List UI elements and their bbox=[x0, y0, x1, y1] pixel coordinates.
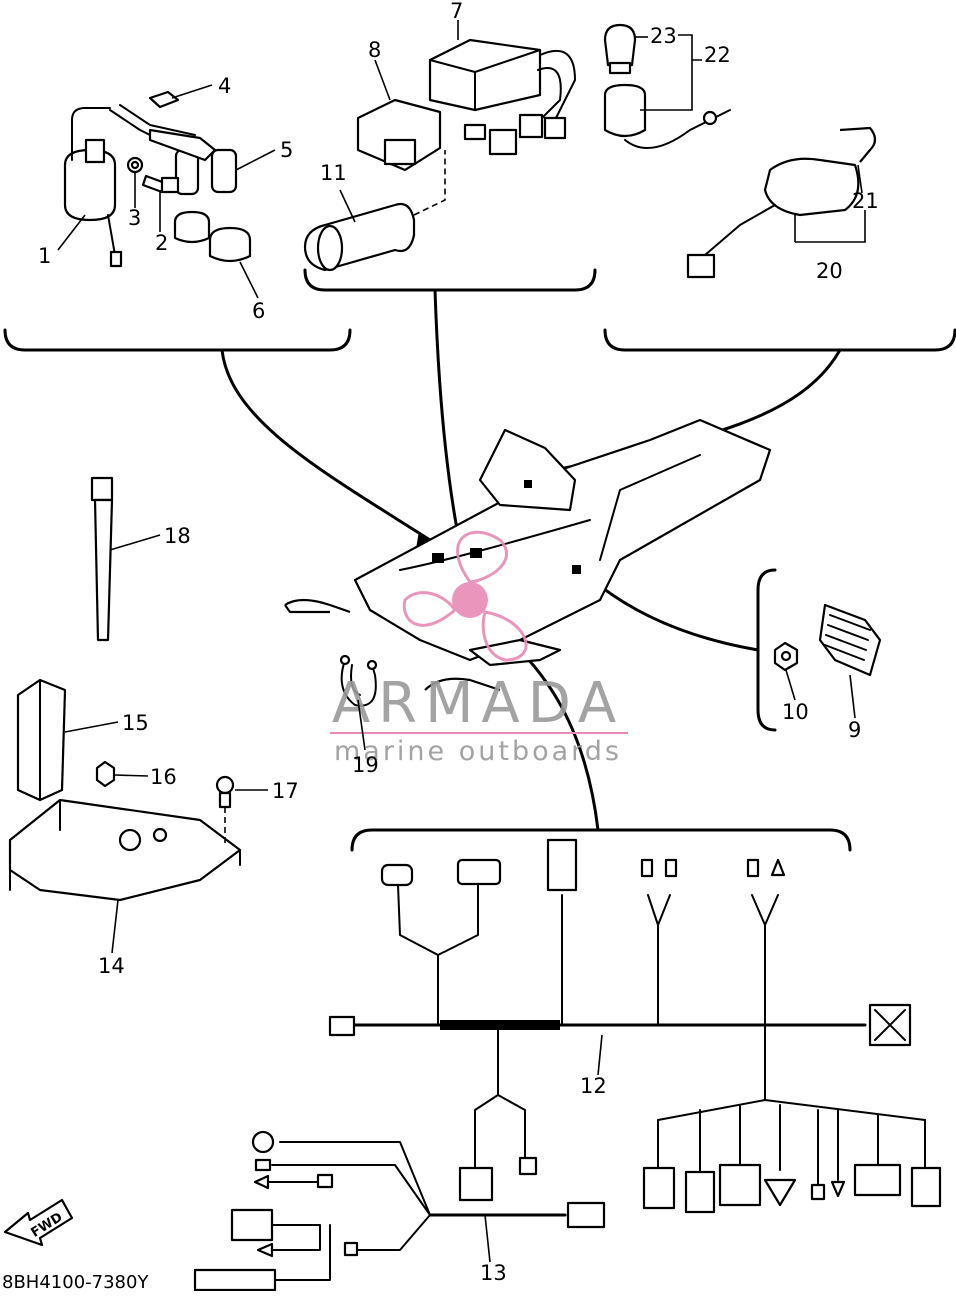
armada-logo-icon bbox=[402, 530, 528, 662]
wire-clip bbox=[339, 654, 378, 707]
cdi-unit bbox=[428, 38, 576, 156]
damper-2 bbox=[208, 226, 252, 263]
diagram-code: 8BH4100-7380Y bbox=[2, 1272, 149, 1291]
watermark-brand: ARMADA bbox=[332, 671, 624, 736]
callout-18: 18 bbox=[164, 524, 191, 548]
callout-19: 19 bbox=[352, 753, 379, 777]
watermark-tagline: marine outboards bbox=[334, 736, 622, 767]
cable-band bbox=[90, 476, 114, 642]
callout-3: 3 bbox=[128, 206, 141, 230]
group-bracket-ignition bbox=[3, 328, 434, 548]
callout-12: 12 bbox=[580, 1074, 607, 1098]
callout-2: 2 bbox=[155, 231, 168, 255]
callout-7: 7 bbox=[450, 0, 463, 23]
callout-23: 23 bbox=[650, 24, 677, 48]
callout-13: 13 bbox=[480, 1261, 507, 1285]
bulb bbox=[603, 23, 637, 75]
callout-9: 9 bbox=[848, 718, 861, 742]
washer bbox=[126, 156, 144, 174]
nut bbox=[773, 641, 799, 672]
callout-11: 11 bbox=[320, 161, 347, 185]
leader-lines bbox=[57, 20, 866, 1263]
callout-16: 16 bbox=[150, 765, 177, 789]
callout-14: 14 bbox=[98, 954, 125, 978]
main-switch bbox=[686, 126, 877, 279]
plug-caps bbox=[109, 104, 238, 196]
callout-numbers: 1 2 3 4 5 6 7 8 9 10 11 12 13 14 15 16 1… bbox=[38, 0, 879, 1285]
wire-harness-sub bbox=[193, 1130, 606, 1292]
callout-8: 8 bbox=[368, 38, 381, 62]
snowmobile-illustration bbox=[284, 418, 772, 692]
starter-relay bbox=[303, 123, 487, 272]
ignition-coil bbox=[63, 107, 123, 268]
bolt-flange bbox=[215, 775, 235, 845]
nut-flange bbox=[95, 760, 116, 788]
callout-21: 21 bbox=[852, 189, 879, 213]
callout-10: 10 bbox=[782, 700, 809, 724]
wire-harness-main bbox=[328, 838, 942, 1214]
callout-1: 1 bbox=[38, 244, 51, 268]
callout-15: 15 bbox=[122, 711, 149, 735]
callout-4: 4 bbox=[218, 74, 231, 98]
bolt bbox=[141, 174, 180, 194]
clamp bbox=[148, 90, 180, 109]
callout-20: 20 bbox=[816, 259, 843, 283]
callout-22: 22 bbox=[704, 43, 731, 67]
fwd-arrow-icon: FWD bbox=[3, 1198, 74, 1247]
callout-6: 6 bbox=[252, 299, 265, 323]
callout-17: 17 bbox=[272, 779, 299, 803]
rectifier-regulator bbox=[818, 603, 882, 677]
cdi-bracket bbox=[356, 98, 442, 172]
bracket-plate bbox=[8, 798, 242, 902]
callout-5: 5 bbox=[280, 138, 293, 162]
damper-1 bbox=[173, 210, 211, 244]
indicator-light bbox=[603, 83, 731, 149]
cover bbox=[16, 678, 67, 802]
